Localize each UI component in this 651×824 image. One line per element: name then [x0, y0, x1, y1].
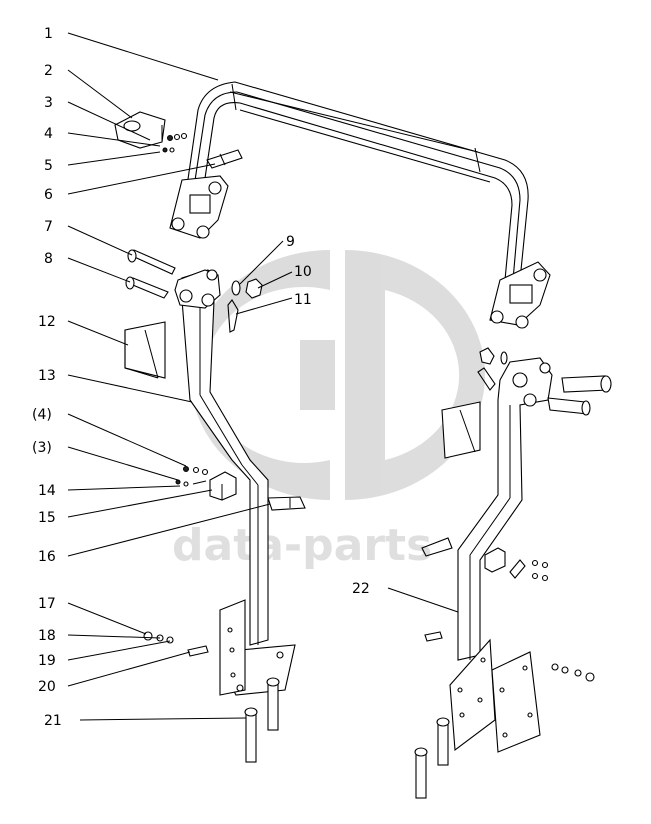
callout-4: 4 — [44, 126, 53, 142]
callout-1: 1 — [44, 26, 53, 42]
callout-12: 12 — [38, 314, 56, 330]
callout-17: 17 — [38, 596, 56, 612]
left-upright-post — [174, 269, 296, 696]
callout-4b: (4) — [32, 407, 52, 423]
right-small-parts — [421, 537, 595, 682]
callout-22: 22 — [352, 581, 370, 597]
bolt-8 — [125, 276, 169, 299]
callout-10: 10 — [294, 264, 312, 280]
washer-9 — [231, 280, 241, 296]
u-clip-16 — [267, 496, 306, 511]
callout-8: 8 — [44, 251, 53, 267]
callout-15: 15 — [38, 510, 56, 526]
long-bolt-left-a — [244, 707, 258, 763]
callout-3: 3 — [44, 95, 53, 111]
right-upright-post — [449, 357, 553, 753]
callout-19: 19 — [38, 653, 56, 669]
small-hardware-top — [162, 132, 188, 153]
long-bolt-left-b — [266, 677, 280, 731]
bolt-7 — [127, 249, 176, 275]
callout-2: 2 — [44, 63, 53, 79]
roll-bar — [169, 81, 551, 329]
spacer-block-left — [124, 321, 166, 379]
nut-10 — [245, 278, 263, 299]
callout-20: 20 — [38, 679, 56, 695]
callout-7: 7 — [44, 219, 53, 235]
leader-lines — [67, 32, 459, 721]
small-hardware-mid — [175, 466, 209, 487]
callout-5: 5 — [44, 158, 53, 174]
spacer-block-right — [441, 401, 481, 459]
block-15 — [209, 471, 237, 501]
watermark-text: data-parts — [172, 520, 432, 571]
callout-6: 6 — [44, 187, 53, 203]
long-bolts-right — [414, 717, 450, 799]
u-clip-top — [206, 149, 243, 169]
mounting-plate — [114, 111, 166, 149]
callout-11: 11 — [294, 292, 312, 308]
callout-16: 16 — [38, 549, 56, 565]
callout-21: 21 — [44, 713, 62, 729]
callout-labels: 1 2 3 4 5 6 7 8 9 10 11 12 13 (4) (3) 14… — [32, 26, 370, 729]
callout-13: 13 — [38, 368, 56, 384]
callout-14: 14 — [38, 483, 56, 499]
callout-3b: (3) — [32, 440, 52, 456]
right-bolts — [477, 347, 612, 416]
pin-11 — [227, 299, 239, 333]
callout-9: 9 — [286, 234, 295, 250]
callout-18: 18 — [38, 628, 56, 644]
